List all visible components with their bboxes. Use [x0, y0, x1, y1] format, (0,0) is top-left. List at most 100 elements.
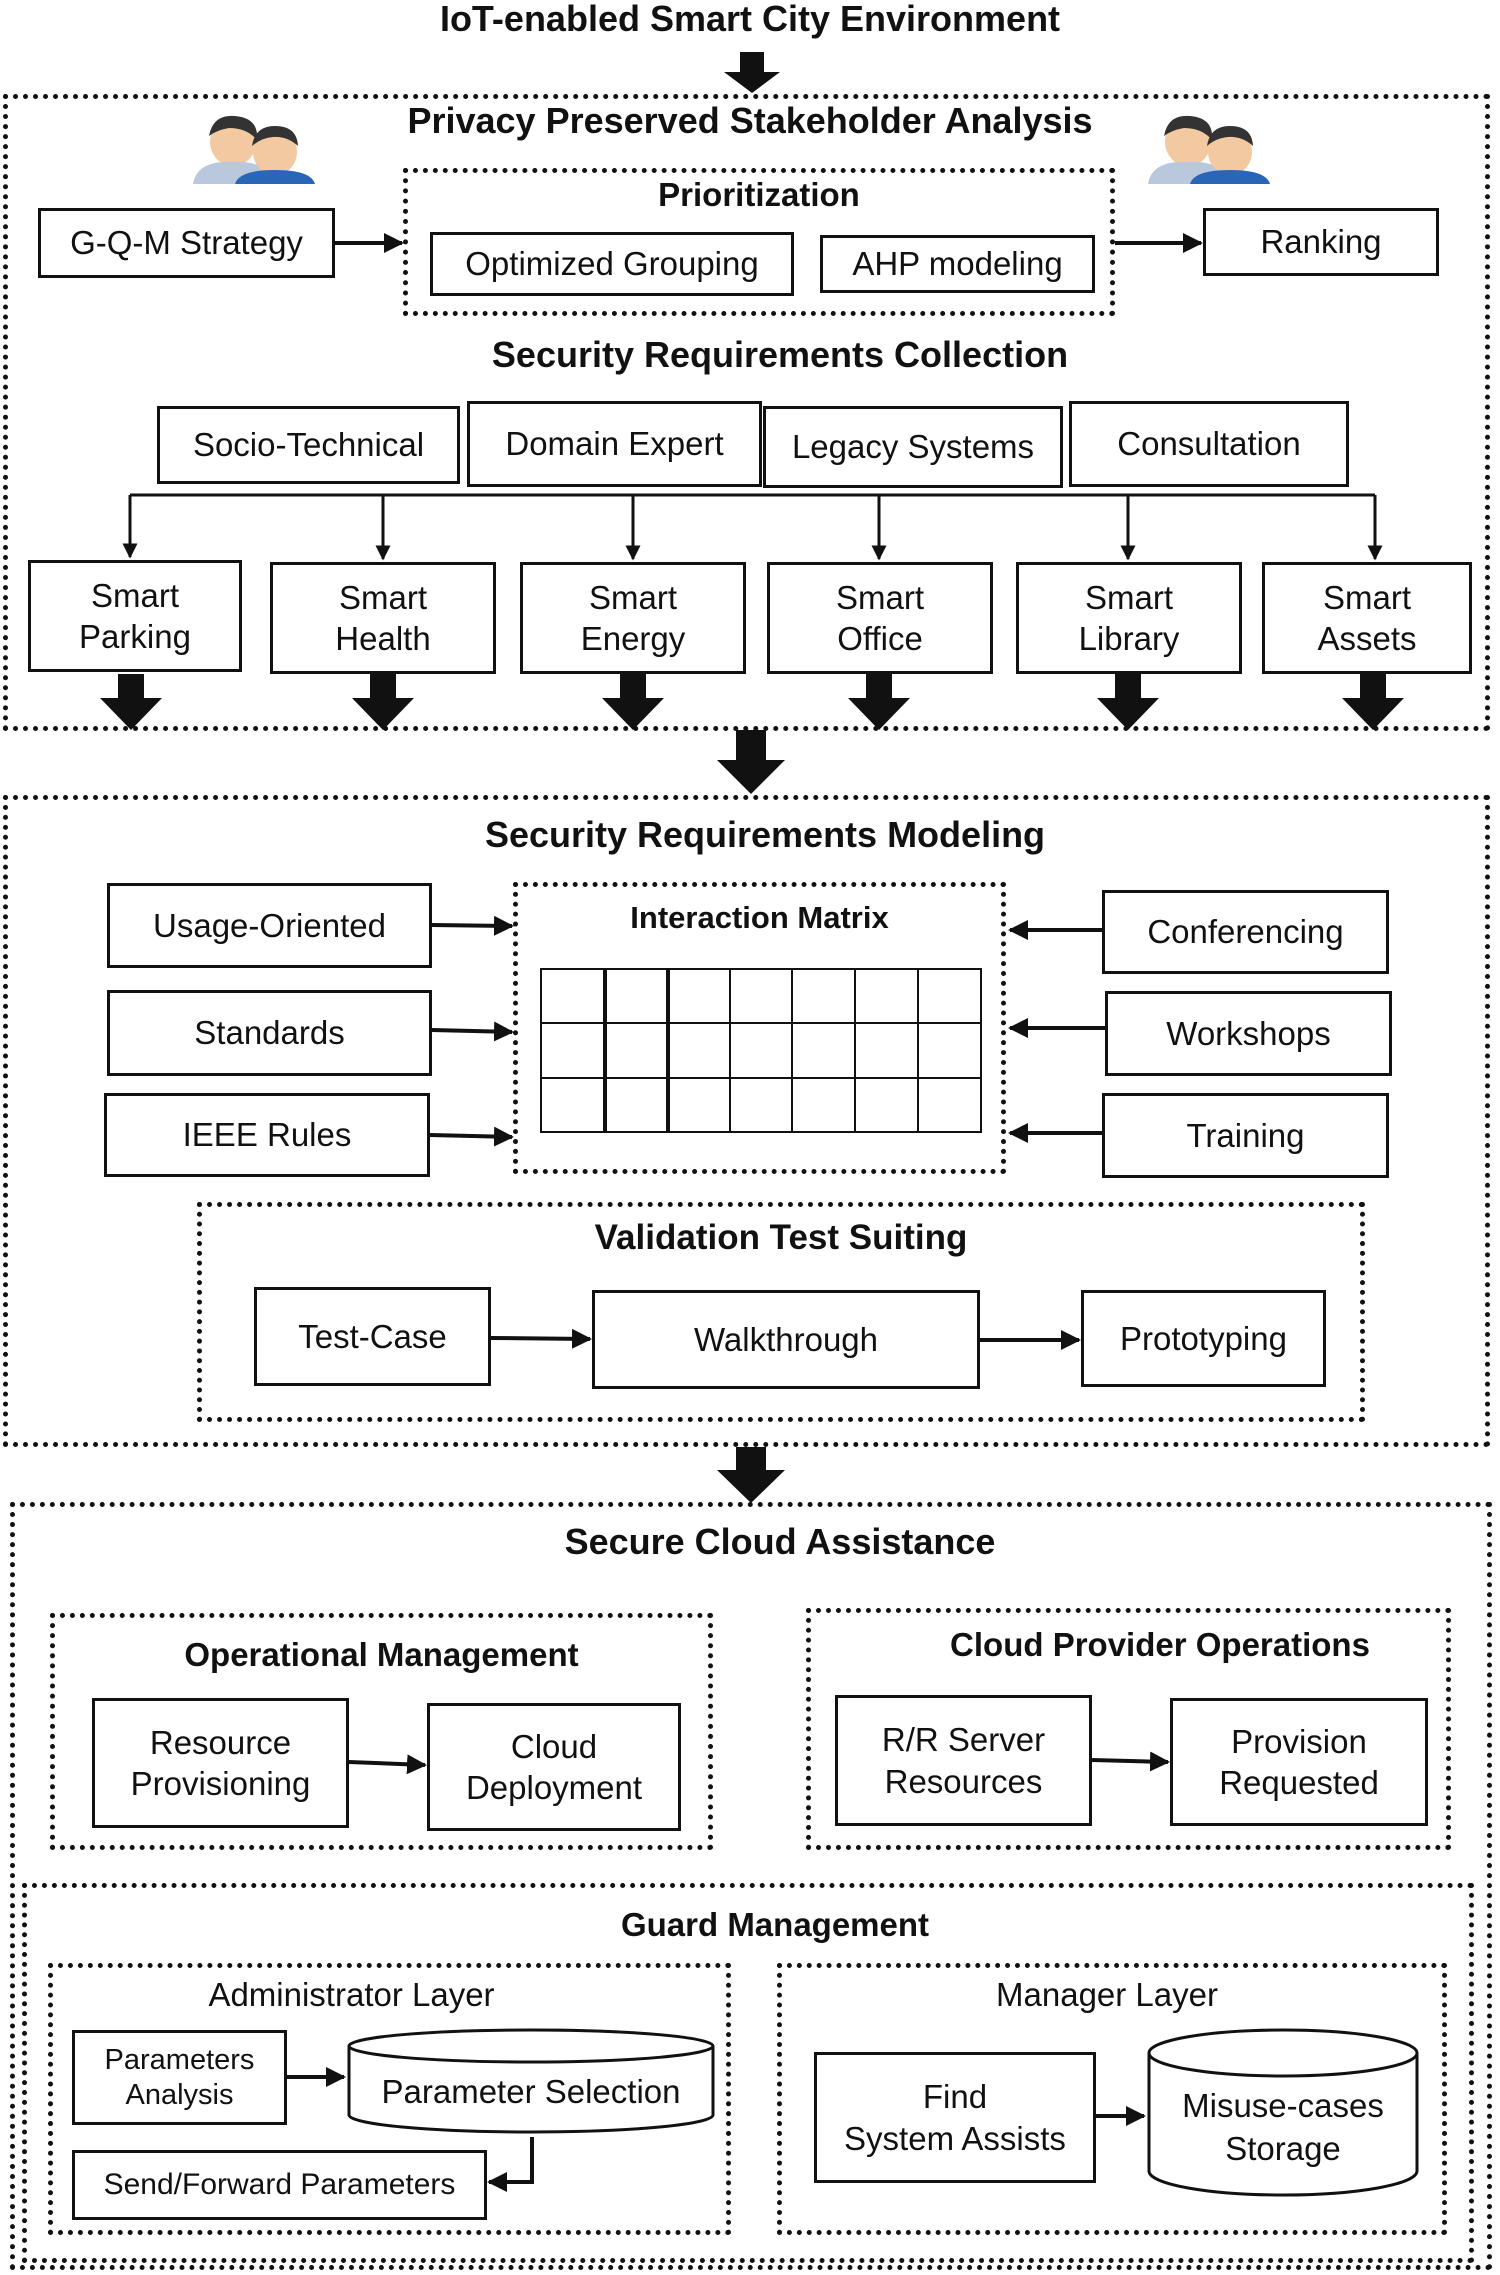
domain-smart-office: Smart Office [767, 562, 993, 674]
validation-group [197, 1202, 1365, 1422]
domain-smart-parking: Smart Parking [28, 560, 242, 672]
administrator-layer-group [48, 1963, 731, 2235]
domain-line2: Energy [580, 620, 686, 657]
block-arrow-health-out [352, 674, 414, 730]
box-line2: Requested [1219, 1764, 1379, 1801]
storage-label: Misuse-cases Storage [1146, 2085, 1420, 2171]
box-line1: R/R Server [881, 1721, 1046, 1759]
privacy-section [3, 94, 1490, 731]
ranking-box: Ranking [1203, 208, 1439, 276]
box-line1: Cloud [510, 1727, 598, 1765]
block-arrow-parking-out [100, 674, 162, 730]
block-arrow-library-out [1097, 674, 1159, 730]
block-arrow-title-to-privacy [724, 52, 780, 93]
privacy-section-title: Privacy Preserved Stakeholder Analysis [407, 100, 1093, 141]
cloud-section [10, 1502, 1492, 2270]
arrow-usage-to-matrix [431, 915, 514, 936]
operational-management-title: Operational Management [184, 1636, 579, 1673]
collection-title: Security Requirements Collection [491, 334, 1069, 375]
domain-line1: Smart [338, 578, 427, 616]
input-ieee-rules: IEEE Rules [104, 1093, 430, 1177]
prioritization-title: Prioritization [658, 176, 860, 213]
arrow-rrserver-to-provision [1091, 1751, 1170, 1772]
domain-line2: Parking [79, 618, 191, 655]
parameter-selection-cylinder: Parameter Selection [346, 2027, 716, 2137]
matrix-cell [917, 1076, 982, 1133]
domain-line1: Smart [835, 578, 924, 616]
domain-line2: Office [837, 620, 923, 657]
domain-line1: Smart [90, 576, 179, 614]
storage-line2: Storage [1225, 2129, 1341, 2167]
block-arrow-privacy-to-modeling [717, 730, 785, 794]
gqm-strategy-box: G-Q-M Strategy [38, 208, 335, 278]
box-line2: Analysis [125, 2078, 234, 2111]
cloud-deployment-box: Cloud Deployment [427, 1703, 681, 1831]
domain-line1: Smart [1084, 578, 1173, 616]
modeling-section-title: Security Requirements Modeling [484, 814, 1046, 855]
stakeholders-icon-right [1138, 112, 1288, 189]
send-forward-parameters-box: Send/Forward Parameters [72, 2150, 487, 2220]
box-line1: Parameters [104, 2043, 255, 2076]
box-line1: Resource [149, 1723, 292, 1761]
administrator-layer-title: Administrator Layer [208, 1976, 495, 2013]
storage-line1: Misuse-cases [1182, 2087, 1384, 2124]
domain-smart-health: Smart Health [270, 562, 496, 674]
rr-server-resources-box: R/R Server Resources [835, 1695, 1092, 1826]
domain-line1: Smart [588, 578, 677, 616]
misuse-cases-storage-cylinder: Misuse-cases Storage [1146, 2027, 1420, 2199]
line-arrows [287, 233, 1203, 2192]
cylinder-shape [347, 2028, 715, 2134]
arrow-testcase-to-walkthrough [490, 1328, 592, 1349]
guard-management-group [22, 1883, 1474, 2263]
provision-requested-box: Provision Requested [1170, 1698, 1428, 1826]
interaction-matrix-grid [540, 968, 982, 1133]
distribution-drops [122, 495, 1383, 561]
cloud-section-title: Secure Cloud Assistance [564, 1521, 996, 1562]
interaction-matrix-group [513, 882, 1006, 1174]
parameter-selection-label: Parameter Selection [381, 2073, 681, 2110]
arrow-selection-to-forward [487, 2137, 534, 2192]
cloud-provider-group [806, 1608, 1451, 1850]
diagram-title: IoT-enabled Smart City Environment [439, 0, 1061, 39]
modeling-section [3, 795, 1490, 1447]
source-domain-expert: Domain Expert [467, 401, 762, 487]
domain-line1: Smart [1322, 578, 1411, 616]
domain-line2: Library [1078, 620, 1180, 657]
box-line1: Provision [1231, 1722, 1367, 1760]
stakeholders-icon-left [183, 112, 333, 189]
box-line1: Find [922, 2078, 988, 2116]
input-training: Training [1102, 1093, 1389, 1178]
step-walkthrough: Walkthrough [592, 1290, 980, 1389]
parameters-analysis-box: Parameters Analysis [72, 2030, 287, 2125]
source-legacy-systems: Legacy Systems [763, 406, 1063, 488]
domain-line2: Assets [1317, 620, 1417, 657]
block-arrow-modeling-to-cloud [717, 1447, 785, 1503]
source-consultation: Consultation [1069, 401, 1349, 487]
input-workshops: Workshops [1105, 991, 1392, 1076]
domain-smart-library: Smart Library [1016, 562, 1242, 674]
find-system-assists-box: Find System Assists [814, 2052, 1096, 2183]
resource-provisioning-box: Resource Provisioning [92, 1698, 349, 1828]
optimized-grouping-box: Optimized Grouping [430, 232, 794, 296]
box-line2: Provisioning [130, 1765, 311, 1802]
manager-layer-title: Manager Layer [996, 1976, 1218, 2013]
manager-layer-group [777, 1963, 1447, 2235]
block-arrows [100, 52, 1404, 1503]
input-standards: Standards [107, 990, 432, 1076]
domain-line2: Health [335, 620, 431, 657]
step-prototyping: Prototyping [1081, 1290, 1326, 1387]
arrow-resource-to-deployment [348, 1754, 427, 1775]
domain-smart-energy: Smart Energy [520, 562, 746, 674]
box-line2: System Assists [844, 2119, 1066, 2157]
cylinder-shape [1147, 2028, 1419, 2197]
cloud-provider-title: Cloud Provider Operations [950, 1626, 1370, 1663]
validation-title: Validation Test Suiting [594, 1218, 968, 1257]
ahp-modeling-box: AHP modeling [820, 235, 1095, 293]
block-arrow-office-out [848, 674, 910, 730]
operational-management-group [50, 1613, 713, 1850]
block-arrow-assets-out [1342, 674, 1404, 730]
source-socio-technical: Socio-Technical [157, 406, 460, 484]
input-usage-oriented: Usage-Oriented [107, 883, 432, 968]
guard-management-title: Guard Management [620, 1906, 930, 1943]
